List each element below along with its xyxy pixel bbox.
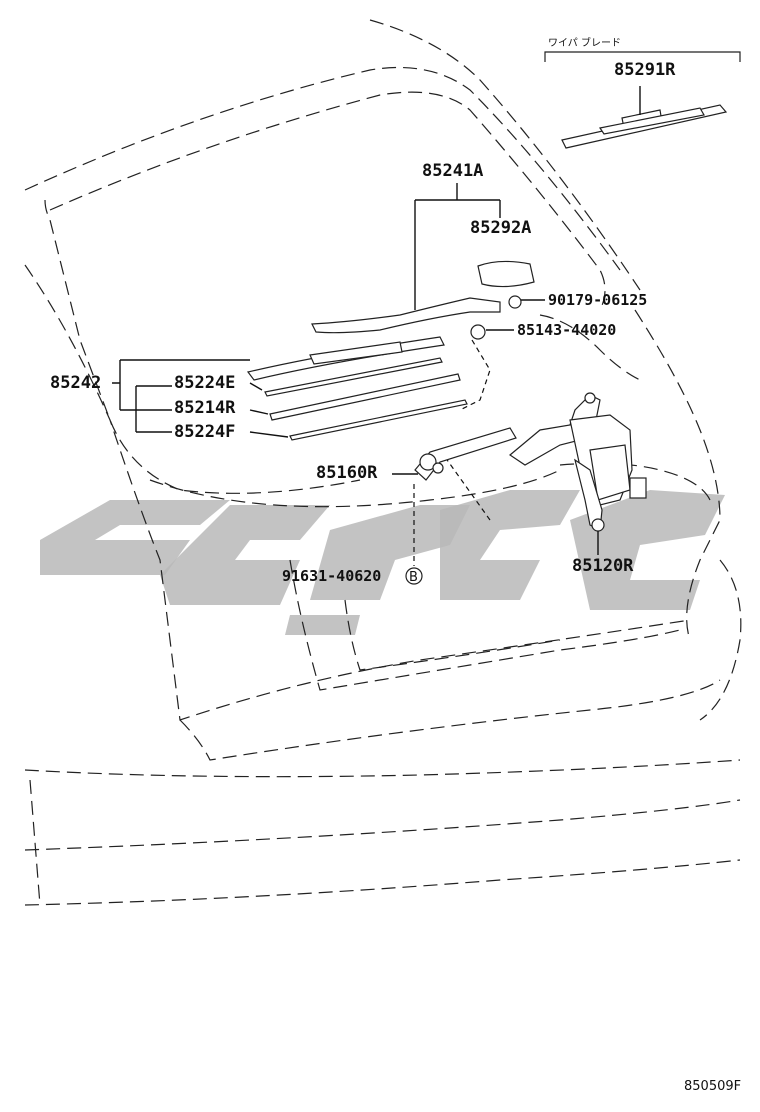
vehicle-body-outline [24, 19, 742, 906]
watermark-logo [40, 490, 725, 635]
blade-rubber-85224E [264, 357, 443, 397]
leader-85241A [414, 183, 501, 310]
label-85242: 85242 [50, 373, 101, 393]
label-85241A: 85241A [422, 161, 483, 181]
label-85291R: 85291R [614, 60, 676, 80]
label-85224F: 85224F [174, 422, 235, 442]
wiper-motor-85120R [508, 392, 647, 532]
nut-90179 [508, 295, 522, 309]
label-85224E: 85224E [174, 373, 235, 393]
marker-b-circle [405, 567, 423, 585]
leader-85214R [136, 409, 269, 415]
leader-85242 [112, 359, 250, 432]
label-85214R: 85214R [174, 398, 236, 418]
wiper-arm-cap-85292A [477, 260, 535, 288]
label-91631-40620: 91631-40620 [282, 567, 381, 585]
leader-85224E [136, 382, 263, 391]
wiper-link-85160R [414, 427, 517, 481]
label-85143-44020: 85143-44020 [517, 321, 616, 339]
blade-caption: ワイパ ブレード [548, 36, 621, 49]
blade-frame [309, 341, 403, 365]
blade-bracket [544, 51, 741, 62]
wiper-arm-85241A [311, 297, 501, 334]
label-90179-06125: 90179-06125 [548, 291, 647, 309]
wiper-blade-85291R [561, 104, 728, 149]
label-85160R: 85160R [316, 463, 378, 483]
marker-b: B [409, 570, 418, 585]
link-pivot [419, 453, 437, 471]
washer-85143 [470, 324, 486, 340]
label-85120R: 85120R [572, 556, 634, 576]
blade-rubber-85214R [269, 373, 461, 421]
label-85292A: 85292A [470, 218, 531, 238]
blade-rubber-85224F [289, 399, 468, 441]
link-pivot-2 [432, 462, 444, 474]
leader-85224F [136, 431, 289, 438]
figure-code: 850509F [684, 1079, 741, 1094]
